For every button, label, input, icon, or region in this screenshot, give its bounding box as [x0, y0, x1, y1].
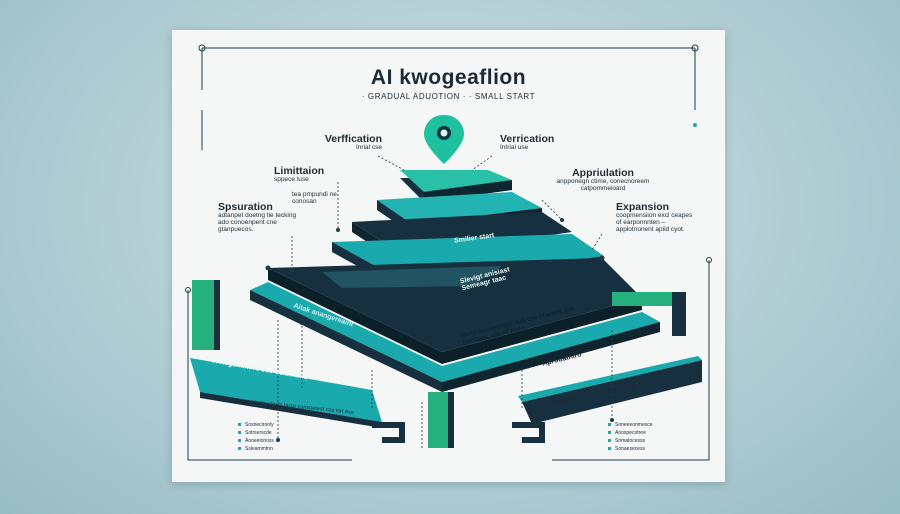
blue-band-left [190, 358, 382, 428]
legend-right-item: Snmatocesss [608, 438, 645, 444]
legend-left-item: Aooeeionoss [238, 438, 274, 444]
label-expansion: Expansion coopmensiion excl ceapes of ea… [616, 201, 693, 233]
frame-lines [185, 44, 712, 461]
legend-right-item: Aoospecotree [608, 430, 646, 436]
bullet-icon [608, 439, 611, 443]
bullet-icon [238, 431, 241, 435]
pyramid-level-5 [268, 258, 642, 364]
label-appriulation: Appriulation anpponegn ctime, conecnoree… [556, 167, 650, 192]
bullet-icon [238, 447, 241, 451]
diagram-subtitle: · GRADUAL ADUOTION · · SMALL START [361, 92, 536, 101]
legend-left-item: Ssleammtnn [238, 446, 273, 452]
legend-right-item: Sonaesecess [608, 446, 645, 452]
diagram-poster: AI kwogeaflion · GRADUAL ADUOTION · · SM… [172, 30, 725, 482]
label-verification-left: Verffication Inrial cse [324, 133, 382, 152]
legend-left-item: Sotrserscde [238, 430, 272, 436]
connector-lines [277, 155, 613, 450]
green-side-bars [192, 280, 686, 448]
diagram-title: AI kwogeaflion [370, 66, 527, 89]
bullet-icon [608, 431, 611, 435]
location-pin-icon [424, 115, 464, 164]
bullet-icon [238, 423, 241, 427]
label-verification-right: Verrication Intrial use [500, 133, 555, 152]
label-limitation-detail: tea pmpundi ne conosan [292, 191, 337, 205]
legend-left-item: Sosnecirooly [238, 422, 274, 428]
connector-dots [265, 218, 614, 442]
bullet-icon [608, 447, 611, 451]
pyramid-base [250, 282, 660, 392]
bullet-icon [238, 439, 241, 443]
label-spsuration: Spsuration adtanpet doetng tie tecking a… [218, 201, 297, 233]
bullet-icon [608, 423, 611, 427]
legend-right-item: Soneeeonmesce [608, 422, 653, 428]
diagram-artwork [185, 44, 712, 461]
label-limitation: Limittaion sppece luse [274, 165, 325, 184]
